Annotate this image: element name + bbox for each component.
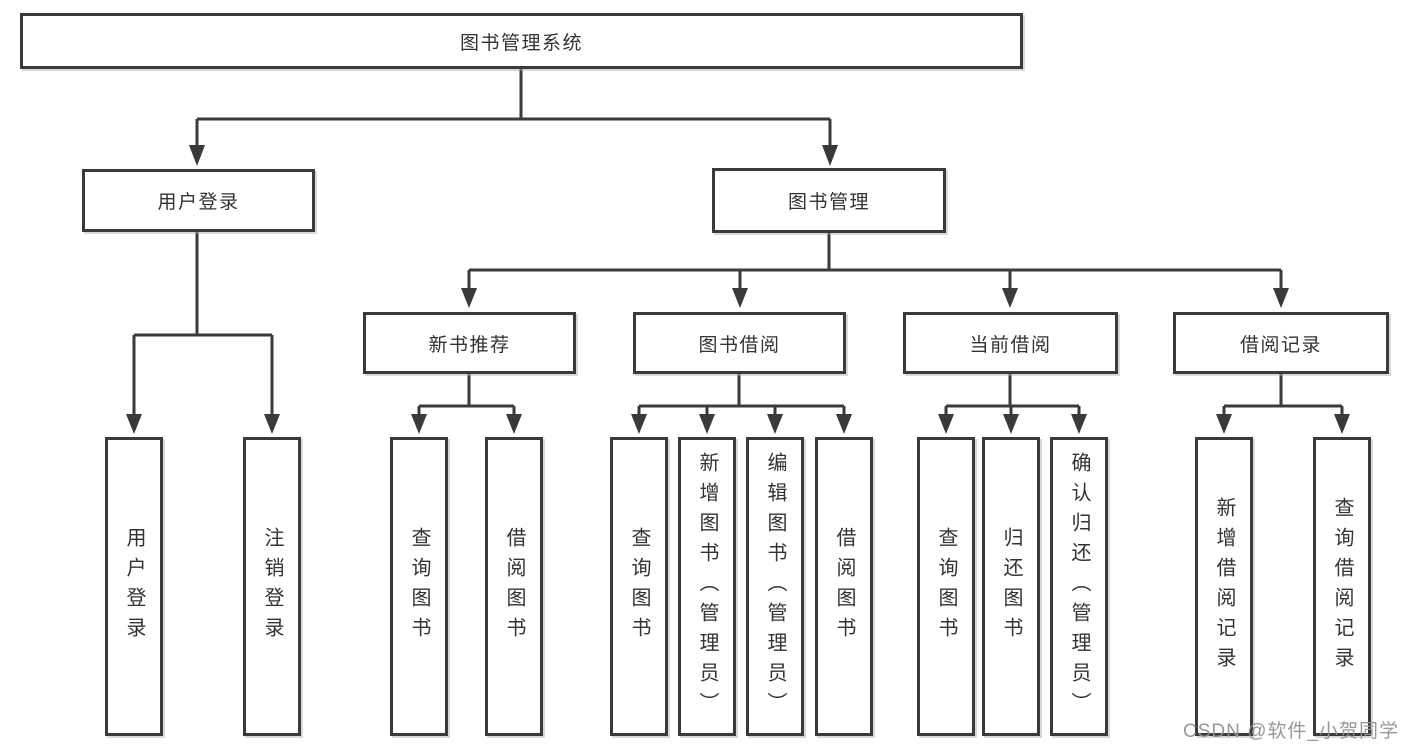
- leaf-borrow-add-books-admin: 新增图书（管理员）: [678, 437, 736, 736]
- connector-paths: [132, 69, 1344, 416]
- node-book-borrow: 图书借阅: [633, 312, 846, 374]
- leaf-newbooks-query-books: 查询图书: [390, 437, 448, 736]
- leaf-current-query-books: 查询图书: [917, 437, 975, 736]
- node-label: 新增图书（管理员）: [696, 451, 718, 722]
- leaf-logout: 注销登录: [243, 437, 301, 736]
- node-label: 借阅图书: [833, 526, 855, 647]
- node-label: 当前借阅: [969, 334, 1052, 356]
- node-label: 新书推荐: [428, 334, 511, 356]
- node-borrow-records: 借阅记录: [1173, 312, 1389, 374]
- node-user-login: 用户登录: [82, 169, 315, 232]
- leaf-current-confirm-return-admin: 确认归还（管理员）: [1050, 437, 1108, 736]
- node-label: 注销登录: [261, 526, 283, 647]
- node-label: 借阅图书: [503, 526, 525, 647]
- node-book-management: 图书管理: [712, 168, 946, 233]
- node-label: 归还图书: [1000, 526, 1022, 647]
- leaf-borrow-query-books: 查询图书: [610, 437, 668, 736]
- node-new-book-recommend: 新书推荐: [363, 312, 576, 374]
- node-label: 新增借阅记录: [1213, 496, 1235, 677]
- leaf-newbooks-borrow-books: 借阅图书: [485, 437, 543, 736]
- node-root: 图书管理系统: [20, 13, 1023, 69]
- leaf-current-return-books: 归还图书: [982, 437, 1040, 736]
- node-label: 查询图书: [408, 526, 430, 647]
- node-label: 用户登录: [123, 526, 145, 647]
- node-label: 编辑图书（管理员）: [764, 451, 786, 722]
- arrowheads: [126, 145, 1350, 434]
- node-label: 图书借阅: [698, 334, 781, 356]
- leaf-records-query-record: 查询借阅记录: [1313, 437, 1371, 736]
- node-label: 查询图书: [628, 526, 650, 647]
- node-label: 图书管理: [787, 192, 870, 213]
- csdn-watermark: CSDN @软件_小贺同学: [1183, 721, 1399, 742]
- leaf-borrow-borrow-books: 借阅图书: [815, 437, 873, 736]
- node-label: 图书管理系统: [459, 32, 583, 54]
- leaf-borrow-edit-books-admin: 编辑图书（管理员）: [746, 437, 804, 736]
- node-label: 确认归还（管理员）: [1068, 451, 1090, 722]
- node-label: 借阅记录: [1239, 334, 1322, 356]
- node-label: 查询借阅记录: [1331, 496, 1353, 677]
- node-label: 用户登录: [157, 192, 240, 213]
- node-label: 查询图书: [935, 526, 957, 647]
- leaf-user-login: 用户登录: [105, 437, 163, 736]
- leaf-records-add-record: 新增借阅记录: [1195, 437, 1253, 736]
- node-current-borrow: 当前借阅: [903, 312, 1118, 374]
